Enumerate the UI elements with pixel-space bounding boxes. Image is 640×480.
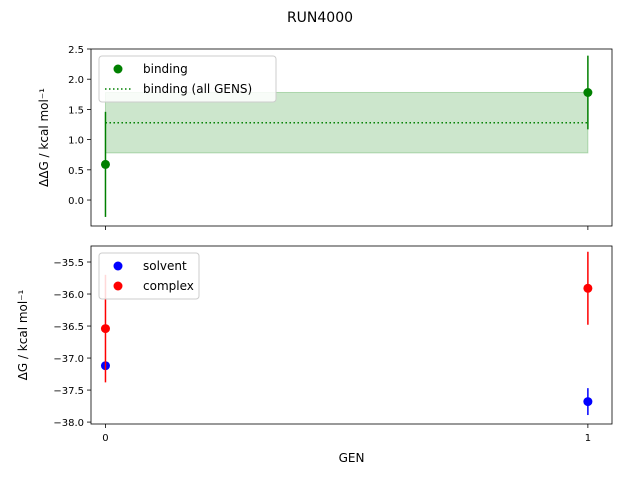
y-tick-label: 1.0 bbox=[68, 136, 84, 147]
top-plot-area: 2.5 2.0 1.5 1.0 0.5 0.0 ΔΔG / kcal mol⁻¹ bind… bbox=[37, 45, 613, 230]
bottom-y-ticks: −35.5 −36.0 −36.5 −37.0 −37.5 −38.0 bbox=[53, 258, 91, 429]
y-tick-label: 1.5 bbox=[68, 105, 84, 116]
legend-complex-label: complex bbox=[143, 279, 194, 293]
bottom-y-axis-label: ΔG / kcal mol⁻¹ bbox=[16, 289, 30, 380]
y-tick-label: 0.5 bbox=[68, 166, 84, 177]
legend-solvent-marker bbox=[113, 261, 123, 271]
y-tick-label: 2.0 bbox=[68, 75, 84, 86]
legend-binding-label: binding bbox=[143, 62, 188, 76]
solvent-point bbox=[583, 397, 593, 407]
legend-solvent-label: solvent bbox=[143, 259, 187, 273]
binding-all-gens-band bbox=[104, 91, 589, 154]
y-tick-label: −36.5 bbox=[53, 322, 84, 333]
top-axes-frame bbox=[90, 48, 613, 227]
complex-point bbox=[100, 324, 110, 334]
x-tick-label: 0 bbox=[102, 433, 108, 444]
complex-point bbox=[583, 283, 593, 293]
y-tick-label: −38.0 bbox=[53, 418, 84, 429]
binding-point bbox=[583, 87, 593, 97]
legend-box bbox=[98, 55, 277, 103]
y-tick-label: 0.0 bbox=[68, 196, 84, 207]
legend-binding-all-gens-label: binding (all GENS) bbox=[143, 82, 252, 96]
y-tick-label: −37.5 bbox=[53, 386, 84, 397]
top-x-ticks bbox=[105, 226, 589, 230]
x-tick-label: 1 bbox=[585, 433, 591, 444]
y-tick-label: 2.5 bbox=[68, 45, 84, 56]
y-tick-label: −37.0 bbox=[53, 354, 84, 365]
legend-box bbox=[98, 252, 200, 300]
binding-point bbox=[100, 159, 110, 169]
figure-title: RUN4000 bbox=[287, 10, 353, 26]
top-y-ticks: 2.5 2.0 1.5 1.0 0.5 0.0 bbox=[68, 45, 91, 207]
bottom-axes-frame bbox=[90, 245, 613, 425]
y-tick-label: −35.5 bbox=[53, 258, 84, 269]
legend-binding-marker bbox=[113, 64, 123, 74]
top-data-marks bbox=[100, 55, 593, 217]
legend-complex-marker bbox=[113, 281, 123, 291]
bottom-x-axis-label: GEN bbox=[339, 451, 365, 465]
bottom-legend: solvent complex bbox=[98, 252, 200, 300]
top-legend: binding binding (all GENS) bbox=[98, 55, 277, 103]
top-y-axis-label: ΔΔG / kcal mol⁻¹ bbox=[37, 88, 51, 187]
y-tick-label: −36.0 bbox=[53, 290, 84, 301]
